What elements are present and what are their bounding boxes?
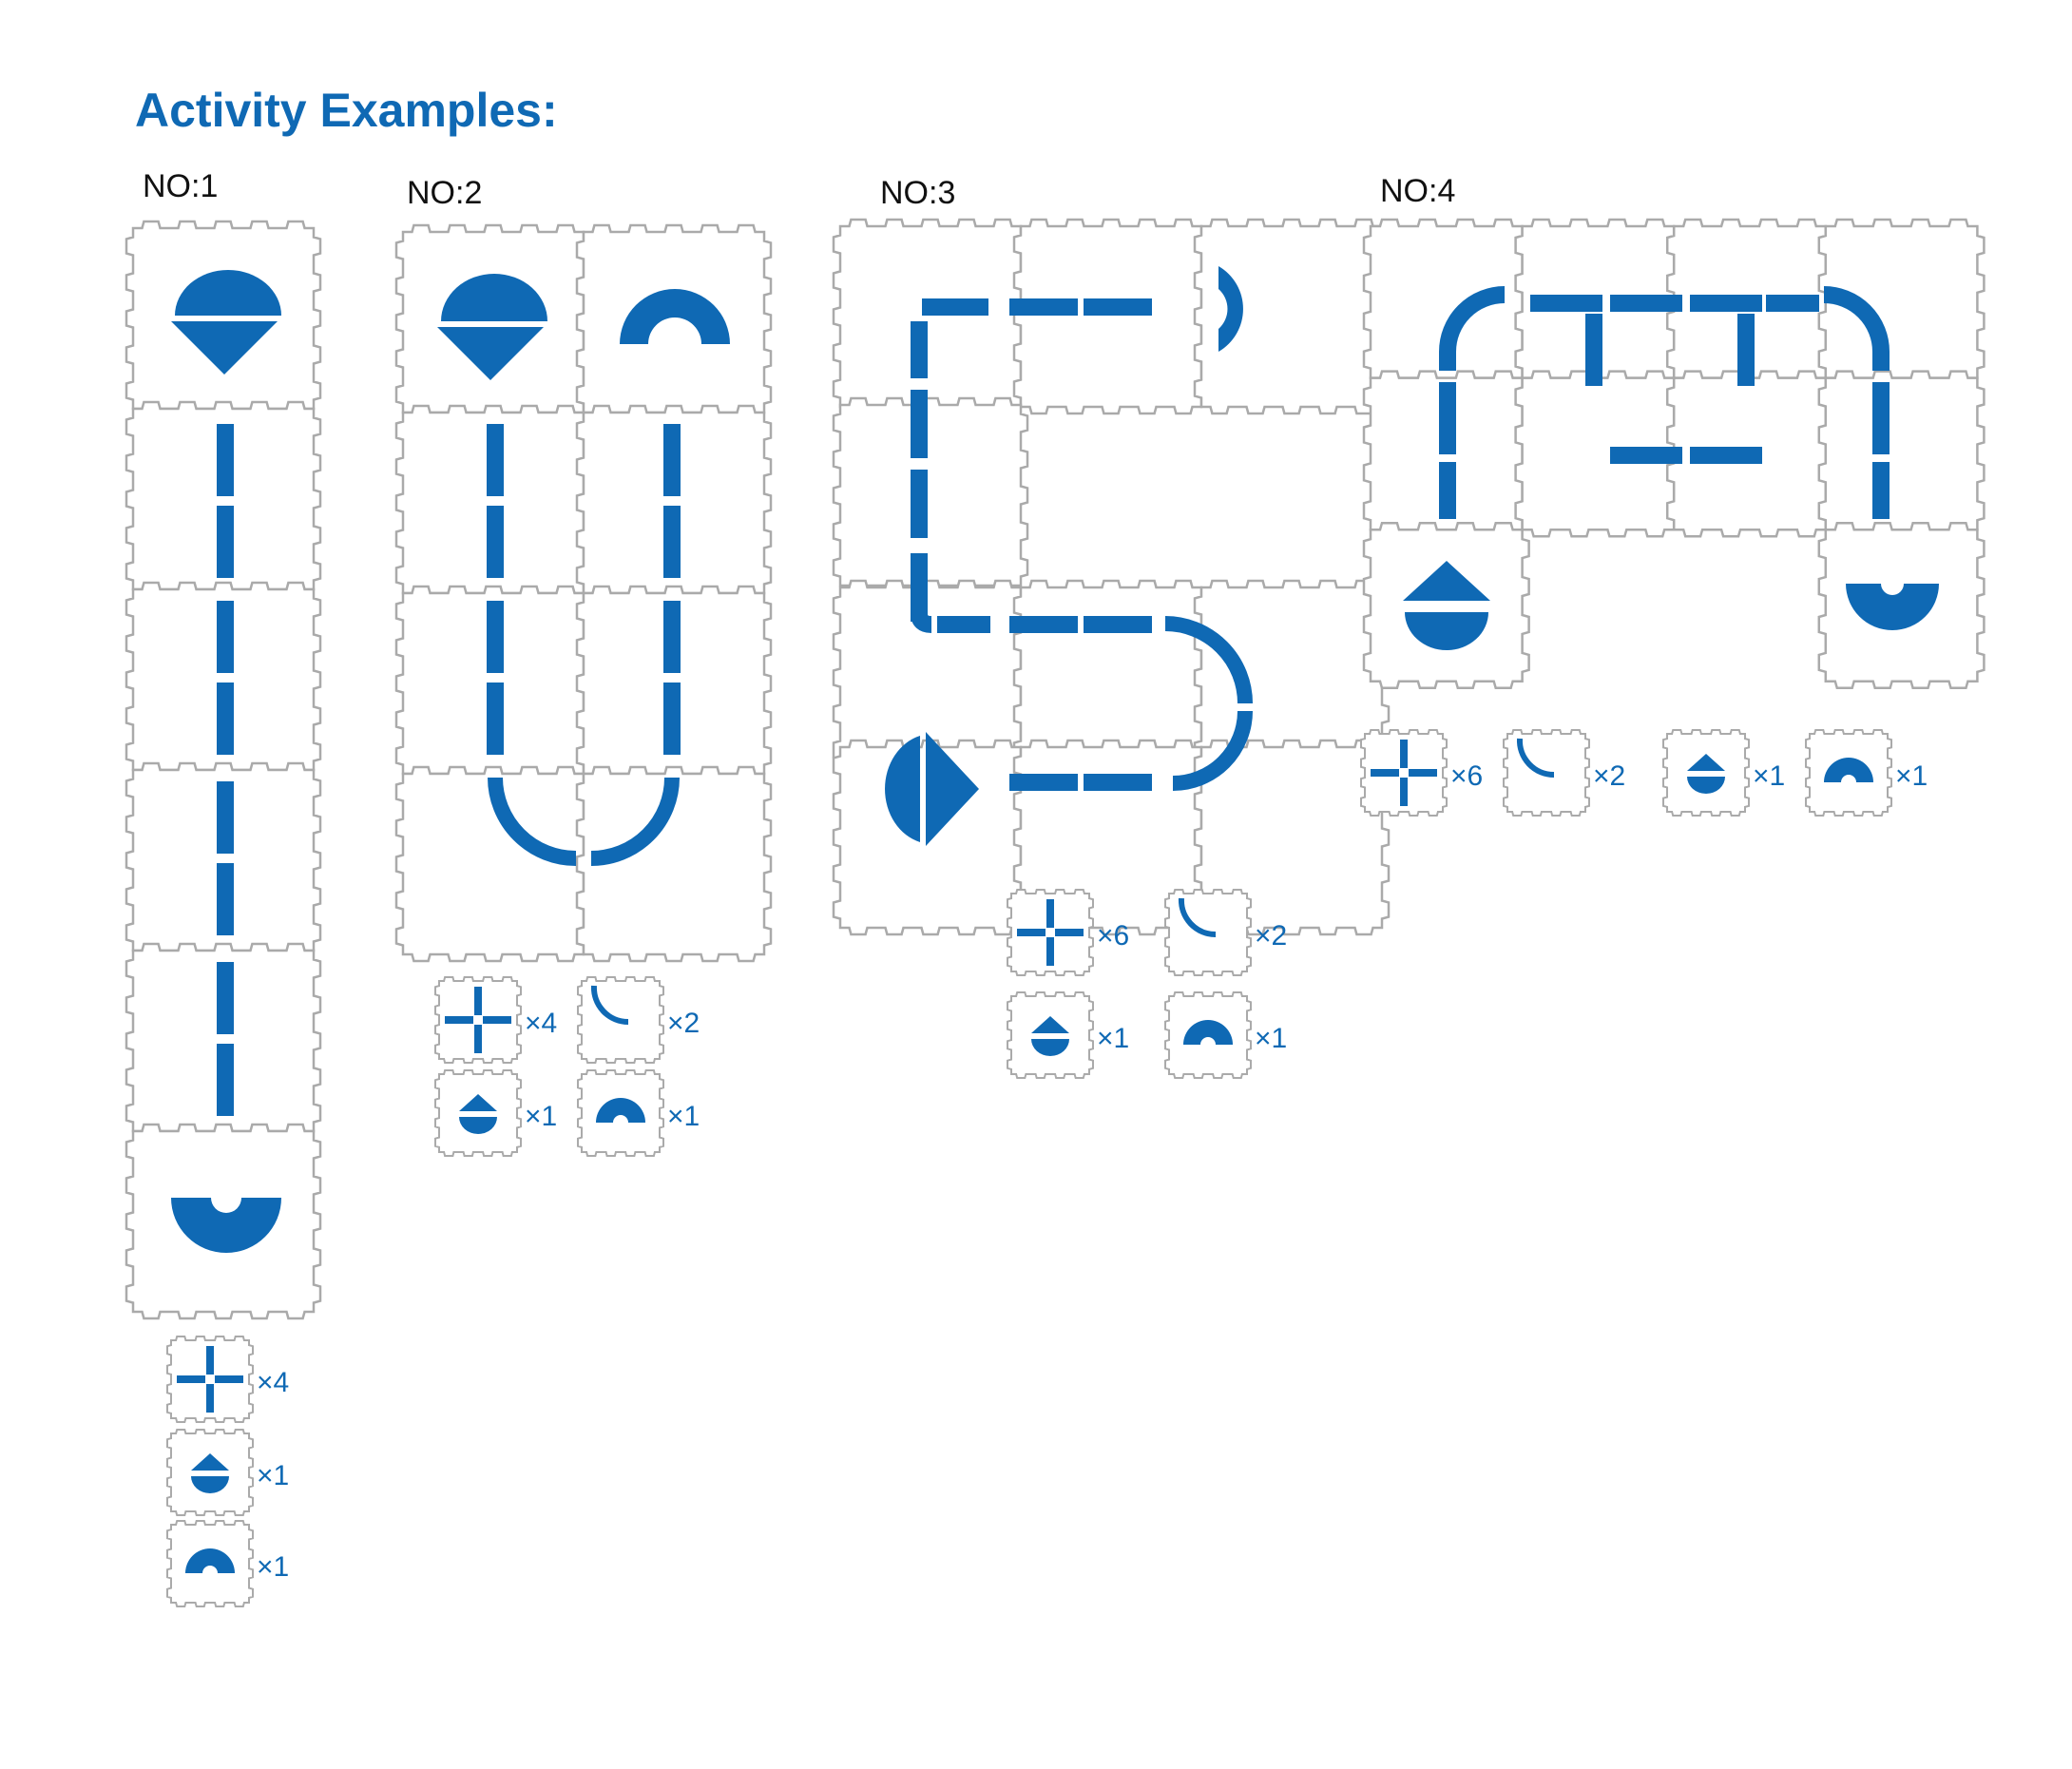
curve-icon [1178, 897, 1217, 938]
straight-cross-icon [1017, 899, 1084, 966]
house-shape-icon [1687, 754, 1725, 794]
piece-count: ×4 [525, 1008, 557, 1039]
house-shape-icon [437, 274, 547, 380]
legend-item: ×2 [1503, 729, 1625, 817]
mat-tile [1193, 739, 1391, 936]
legend-tile [166, 1429, 254, 1516]
legend-item: ×1 [577, 1069, 700, 1157]
mat-tile [832, 396, 1029, 594]
straight-segments [487, 424, 681, 755]
mat-tile [1012, 218, 1210, 415]
house-shape-icon [885, 732, 979, 846]
piece-count: ×1 [1895, 760, 1928, 792]
corner-curve [1439, 286, 1506, 371]
page-title: Activity Examples: [135, 84, 558, 137]
piece-count-legends: ×4 ×1 ×1 ×4 ×2 ×1 ×1 ×6 ×2 ×1 ×1 ×6 ×2 ×1 ×1 [166, 729, 1928, 1607]
example-1-label: NO:1 [143, 168, 218, 204]
piece-count: ×1 [257, 1460, 289, 1491]
curve-segment [488, 777, 577, 866]
mat-tile [575, 765, 773, 963]
piece-count: ×1 [1097, 1023, 1129, 1054]
mat-tile [125, 220, 322, 417]
house-shape-icon [1031, 1016, 1069, 1056]
example-2-path [437, 274, 730, 866]
house-shape-icon [191, 1453, 229, 1493]
half-ring-icon [620, 289, 730, 344]
legend-tile [434, 1069, 522, 1157]
piece-count: ×1 [1753, 760, 1785, 792]
piece-count: ×1 [667, 1101, 700, 1132]
example-2-label: NO:2 [407, 175, 482, 211]
legend-item: ×1 [1164, 991, 1287, 1079]
legend-item: ×1 [1007, 991, 1129, 1079]
legend-tile [434, 976, 522, 1064]
legend-item: ×6 [1360, 729, 1483, 817]
example-4-label: NO:4 [1380, 173, 1455, 209]
mat-tile [394, 223, 592, 421]
house-shape-icon [171, 270, 281, 375]
example-4-path [1403, 286, 1939, 650]
piece-count: ×1 [525, 1101, 557, 1132]
legend-item: ×1 [1662, 729, 1785, 817]
piece-count: ×1 [1255, 1023, 1287, 1054]
piece-count: ×6 [1450, 760, 1483, 792]
half-ring-icon [596, 1098, 645, 1123]
straight-cross-icon [177, 1346, 243, 1413]
mat-tile [1193, 218, 1391, 415]
piece-count: ×2 [1593, 760, 1625, 792]
house-shape-icon [1403, 561, 1490, 650]
mat-tile [1362, 521, 1530, 690]
legend-item: ×2 [577, 976, 700, 1064]
curve-segment [590, 777, 680, 866]
track-artwork [171, 266, 1939, 1253]
legend-item: ×2 [1164, 889, 1287, 976]
example-3-path [885, 266, 1253, 846]
legend-tile [166, 1336, 254, 1423]
legend-tile [1360, 729, 1448, 817]
curve-segment [1164, 616, 1253, 704]
piece-count: ×2 [1255, 920, 1287, 952]
piece-count: ×1 [257, 1551, 289, 1583]
legend-item: ×4 [166, 1336, 289, 1423]
straight-cross-icon [445, 987, 511, 1053]
piece-count: ×4 [257, 1367, 289, 1398]
curve-icon [1516, 738, 1555, 779]
piece-count: ×2 [667, 1008, 700, 1039]
legend-tile [1007, 889, 1094, 976]
mat-tile [832, 218, 1029, 415]
mat-tile [1817, 370, 1986, 538]
curve-icon [590, 985, 629, 1026]
curve-segment [1172, 710, 1253, 791]
legend-item: ×6 [1007, 889, 1129, 976]
legend-item: ×1 [1805, 729, 1928, 817]
legend-tile [1007, 991, 1094, 1079]
legend-tile [1662, 729, 1750, 817]
example-3-label: NO:3 [880, 175, 955, 211]
mat-tile [575, 223, 773, 421]
half-ring-icon [1183, 1020, 1233, 1045]
half-ring-icon [171, 1198, 281, 1253]
straight-segments [217, 424, 234, 1116]
house-shape-icon [459, 1094, 497, 1134]
legend-item: ×1 [166, 1429, 289, 1516]
legend-item: ×1 [166, 1520, 289, 1607]
piece-count: ×6 [1097, 920, 1129, 952]
straight-cross-icon [1371, 740, 1437, 806]
half-ring-icon [185, 1548, 235, 1573]
example-1-path [171, 270, 281, 1253]
half-ring-icon [1846, 584, 1939, 630]
half-ring-icon [1824, 758, 1873, 782]
legend-item: ×4 [434, 976, 557, 1064]
straight-segments [1439, 295, 1890, 519]
corner-curve [1823, 286, 1890, 371]
half-ring-icon [1218, 266, 1243, 352]
mat-tiles [125, 218, 1986, 1320]
corner-curve [911, 570, 932, 633]
legend-item: ×1 [434, 1069, 557, 1157]
